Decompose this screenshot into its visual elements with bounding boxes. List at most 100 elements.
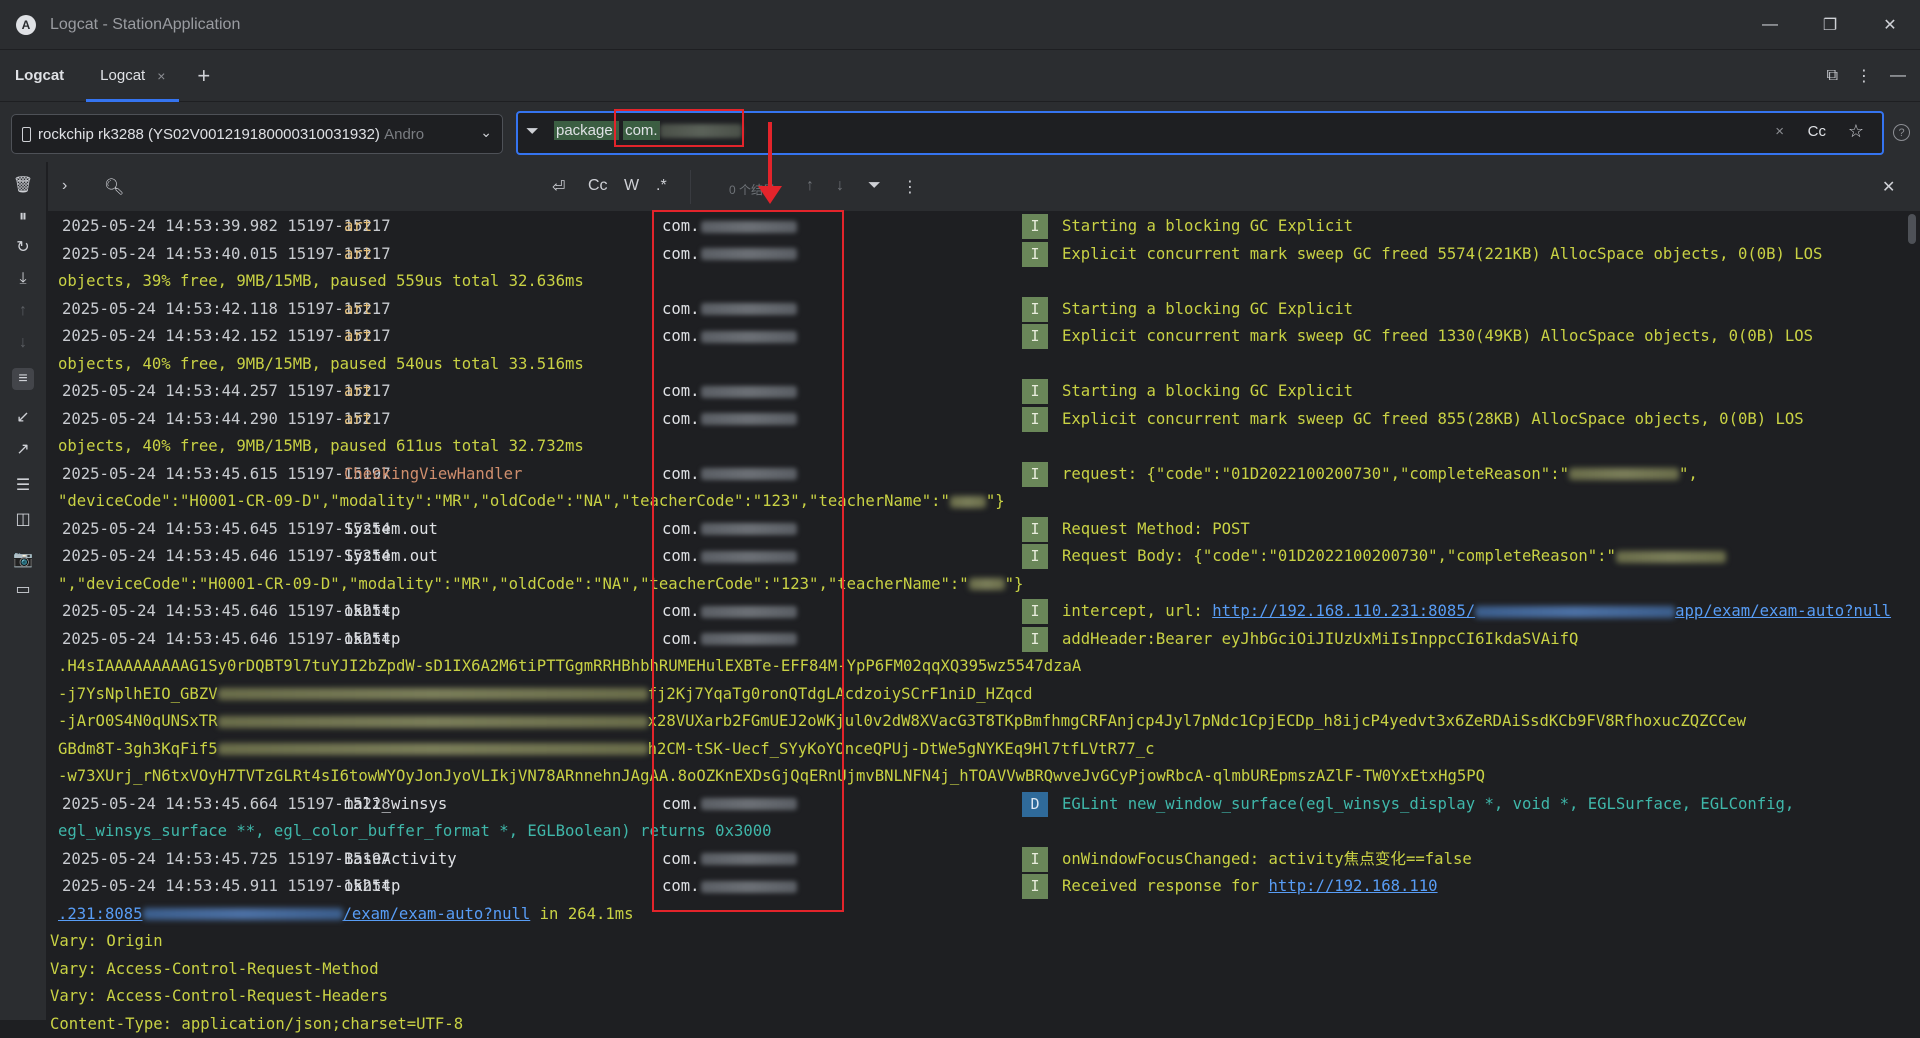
- scrollbar-thumb[interactable]: [1908, 214, 1916, 244]
- log-url-link[interactable]: http://192.168.110.231:8085/: [1212, 602, 1476, 620]
- annotation-box-package-column: [652, 210, 844, 912]
- log-message-continuation: objects, 39% free, 9MB/15MB, paused 559u…: [58, 272, 584, 290]
- screen-record-icon[interactable]: ▭: [15, 581, 31, 598]
- close-window-button[interactable]: ✕: [1883, 17, 1897, 34]
- log-package: com.: [662, 791, 797, 818]
- log-timestamp: 2025-05-24 14:53:45.646 15197-15254: [62, 602, 391, 620]
- format-settings-icon[interactable]: ☰: [15, 477, 31, 494]
- scrollbar-track[interactable]: [1906, 212, 1920, 1020]
- log-message: Request Method: POST: [1062, 519, 1250, 538]
- soft-wrap-icon[interactable]: ≡: [12, 368, 34, 390]
- search-more-icon[interactable]: ⋮: [902, 179, 918, 196]
- expand-search-icon[interactable]: ›: [62, 177, 68, 194]
- log-message: Explicit concurrent mark sweep GC freed …: [1062, 244, 1823, 263]
- log-timestamp: 2025-05-24 14:53:42.118 15197-15217: [62, 299, 391, 318]
- log-message: Starting a blocking GC Explicit: [1062, 299, 1354, 318]
- annotation-arrow: [768, 122, 772, 190]
- log-url-link[interactable]: http://192.168.110: [1268, 877, 1438, 895]
- clear-logcat-icon[interactable]: 🗑: [12, 177, 34, 194]
- clear-filter-icon[interactable]: ×: [1775, 123, 1784, 140]
- redacted-text: [1615, 550, 1726, 563]
- redacted-token-segment: [217, 715, 648, 728]
- restart-icon[interactable]: ↻: [16, 239, 30, 256]
- logcat-filter-input[interactable]: ⏷ package: com. × Cc ☆: [516, 111, 1884, 155]
- redacted-package-name: [700, 605, 797, 618]
- log-level-badge: I: [1022, 599, 1048, 624]
- regex-toggle[interactable]: .*: [656, 177, 667, 194]
- redacted-text: [949, 495, 986, 508]
- log-tag: System.out: [344, 547, 438, 565]
- log-tag: art: [344, 409, 373, 428]
- split-panels-icon[interactable]: ◫: [15, 511, 31, 528]
- next-occurrence-icon[interactable]: ↓: [19, 334, 27, 351]
- tool-window-actions: ⧉ ⋮ —: [1827, 50, 1906, 102]
- pause-icon[interactable]: ⏸: [18, 208, 27, 225]
- match-case-toggle[interactable]: Cc: [588, 177, 608, 194]
- log-message-continuation: objects, 40% free, 9MB/15MB, paused 540u…: [58, 354, 584, 373]
- device-selector[interactable]: rockchip rk3288 (YS02V001219180000310031…: [11, 114, 503, 154]
- more-options-icon[interactable]: ⋮: [1856, 68, 1872, 85]
- log-tag: System.out: [344, 519, 438, 538]
- minimize-button[interactable]: —: [1762, 16, 1778, 33]
- log-level-badge: I: [1022, 461, 1048, 487]
- previous-match-icon[interactable]: ↑: [806, 177, 814, 194]
- log-timestamp: 2025-05-24 14:53:45.664 15197-15228: [62, 794, 391, 813]
- redacted-url-segment: [1475, 605, 1676, 618]
- close-search-icon[interactable]: ✕: [1882, 179, 1896, 196]
- whole-words-toggle[interactable]: W: [624, 177, 640, 194]
- redacted-text: [968, 578, 1005, 590]
- wrap-search-icon[interactable]: ⏎: [552, 179, 566, 196]
- log-url-link[interactable]: app/exam/exam-auto?null: [1675, 602, 1892, 620]
- log-level-badge: I: [1022, 544, 1048, 569]
- log-message: Request Body: {"code":"01D2022100200730"…: [1062, 543, 1726, 570]
- log-level-badge: I: [1022, 296, 1048, 322]
- export-icon[interactable]: ↗: [16, 441, 30, 458]
- log-message: addHeader:Bearer eyJhbGciOiJIUzUxMiIsInp…: [1062, 629, 1579, 648]
- hide-tool-window-icon[interactable]: —: [1890, 67, 1906, 84]
- help-icon[interactable]: ?: [1893, 124, 1910, 141]
- log-timestamp: 2025-05-24 14:53:45.646 15197-15254: [62, 629, 391, 648]
- scroll-to-end-icon[interactable]: ⤓: [19, 270, 27, 287]
- add-tab-button[interactable]: +: [197, 62, 211, 88]
- import-icon[interactable]: ↙: [16, 409, 30, 426]
- device-suffix: Andro: [384, 125, 425, 143]
- log-tag: okhttp: [344, 877, 401, 895]
- log-url-link[interactable]: .231:8085: [58, 904, 143, 923]
- previous-occurrence-icon[interactable]: ↑: [19, 302, 27, 319]
- log-timestamp: 2025-05-24 14:53:42.152 15197-15217: [62, 327, 391, 345]
- redacted-package-name: [700, 303, 797, 315]
- log-tag: mali_winsys: [344, 794, 448, 813]
- log-message: request: {"code":"01D2022100200730","com…: [1062, 464, 1698, 483]
- tab-logcat[interactable]: Logcat ×: [86, 50, 180, 102]
- log-package: com.: [662, 873, 797, 900]
- filter-key: package:: [554, 121, 619, 140]
- log-timestamp: 2025-05-24 14:53:45.645 15197-15254: [62, 519, 391, 538]
- window-controls: — ❐ ✕: [1740, 0, 1920, 50]
- log-url-link[interactable]: /exam/exam-auto?null: [342, 904, 531, 923]
- log-message: Starting a blocking GC Explicit: [1062, 382, 1354, 400]
- match-case-button[interactable]: Cc: [1807, 123, 1826, 140]
- log-package: com.: [662, 378, 797, 405]
- logcat-output[interactable]: 2025-05-24 14:53:39.982 15197-15217 art co…: [48, 212, 1906, 1033]
- redacted-package-name: [700, 633, 797, 645]
- next-match-icon[interactable]: ↓: [836, 177, 844, 194]
- log-tag: art: [344, 299, 373, 318]
- search-icon[interactable]: 🔍︎: [104, 179, 125, 196]
- filter-results-icon[interactable]: ⏷: [868, 177, 881, 194]
- restore-button[interactable]: ❐: [1822, 17, 1838, 34]
- log-message-continuation: objects, 40% free, 9MB/15MB, paused 611u…: [58, 437, 584, 455]
- filter-icon[interactable]: ⏷: [526, 123, 539, 140]
- log-timestamp: 2025-05-24 14:53:39.982 15197-15217: [62, 217, 391, 235]
- favorite-filter-icon[interactable]: ☆: [1847, 121, 1864, 141]
- chevron-down-icon: ⌄: [480, 124, 492, 140]
- redacted-text: [1568, 468, 1679, 480]
- redacted-package-name: [700, 413, 797, 425]
- split-view-icon[interactable]: ⧉: [1826, 67, 1838, 84]
- redacted-package-name: [659, 124, 742, 139]
- screenshot-icon[interactable]: 📷: [13, 551, 33, 568]
- log-package: com.: [662, 846, 797, 873]
- redacted-package-name: [700, 385, 797, 398]
- log-tag: art: [344, 244, 373, 263]
- tab-close-icon[interactable]: ×: [157, 67, 166, 84]
